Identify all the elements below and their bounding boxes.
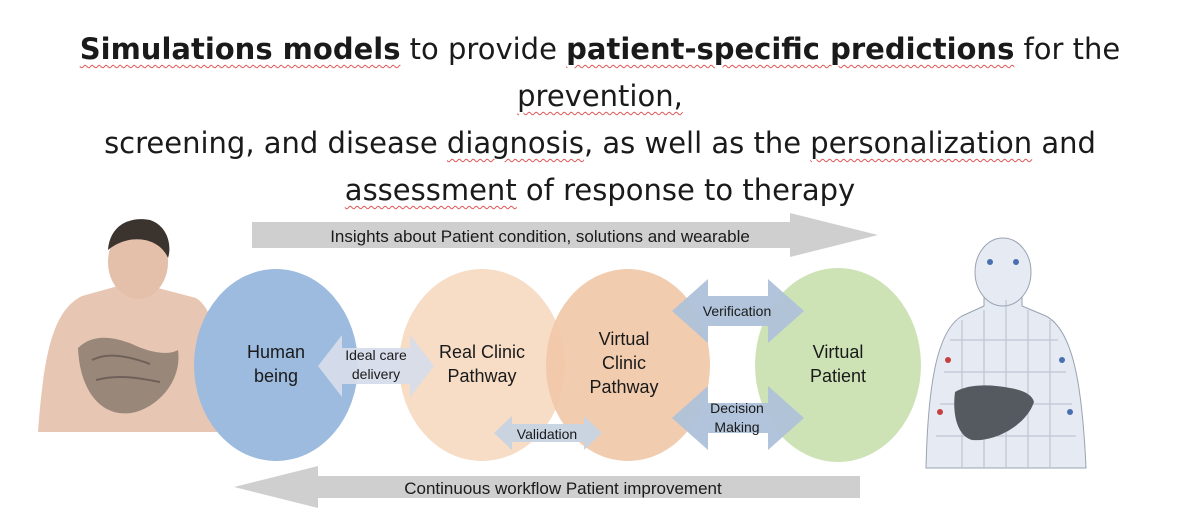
validation-label: Validation [517, 426, 577, 442]
human-being-node [194, 269, 358, 461]
title-line-2: screening, and disease diagnosis, as wel… [104, 126, 1096, 160]
title-line-1: Simulations models to provide patient-sp… [79, 32, 1121, 113]
virtual-patient-label-1: Virtual [813, 342, 864, 362]
workflow-arrow [234, 466, 860, 508]
virtual-clinic-label-1: Virtual [599, 329, 650, 349]
human-label-2: being [254, 366, 298, 386]
real-clinic-label-1: Real Clinic [439, 342, 525, 362]
decision-label-1: Decision [710, 400, 764, 416]
slide-title: Simulations models to provide patient-sp… [0, 26, 1200, 214]
human-body-liver-image [38, 219, 224, 432]
virtual-patient-mesh-image [925, 237, 1087, 469]
virtual-clinic-label-2: Clinic [602, 353, 646, 373]
virtual-clinic-pathway-node [546, 269, 710, 461]
verification-arrow [672, 279, 804, 343]
ideal-care-label-1: Ideal care [345, 347, 407, 363]
workflow-arrow-label: Continuous workflow Patient improvement [404, 479, 722, 498]
insights-arrow [252, 213, 878, 257]
real-clinic-label-2: Pathway [447, 366, 516, 386]
title-line-3: assessment of response to therapy [344, 173, 856, 207]
verification-label: Verification [703, 303, 771, 319]
decision-making-arrow [672, 386, 804, 450]
insights-arrow-label: Insights about Patient condition, soluti… [330, 227, 750, 246]
virtual-patient-label-2: Patient [810, 366, 866, 386]
real-clinic-pathway-node [399, 269, 565, 461]
ideal-care-arrow [318, 335, 434, 397]
virtual-clinic-label-3: Pathway [589, 377, 658, 397]
validation-arrow [494, 416, 602, 450]
human-label-1: Human [247, 342, 305, 362]
decision-label-2: Making [714, 419, 759, 435]
ideal-care-label-2: delivery [352, 366, 400, 382]
